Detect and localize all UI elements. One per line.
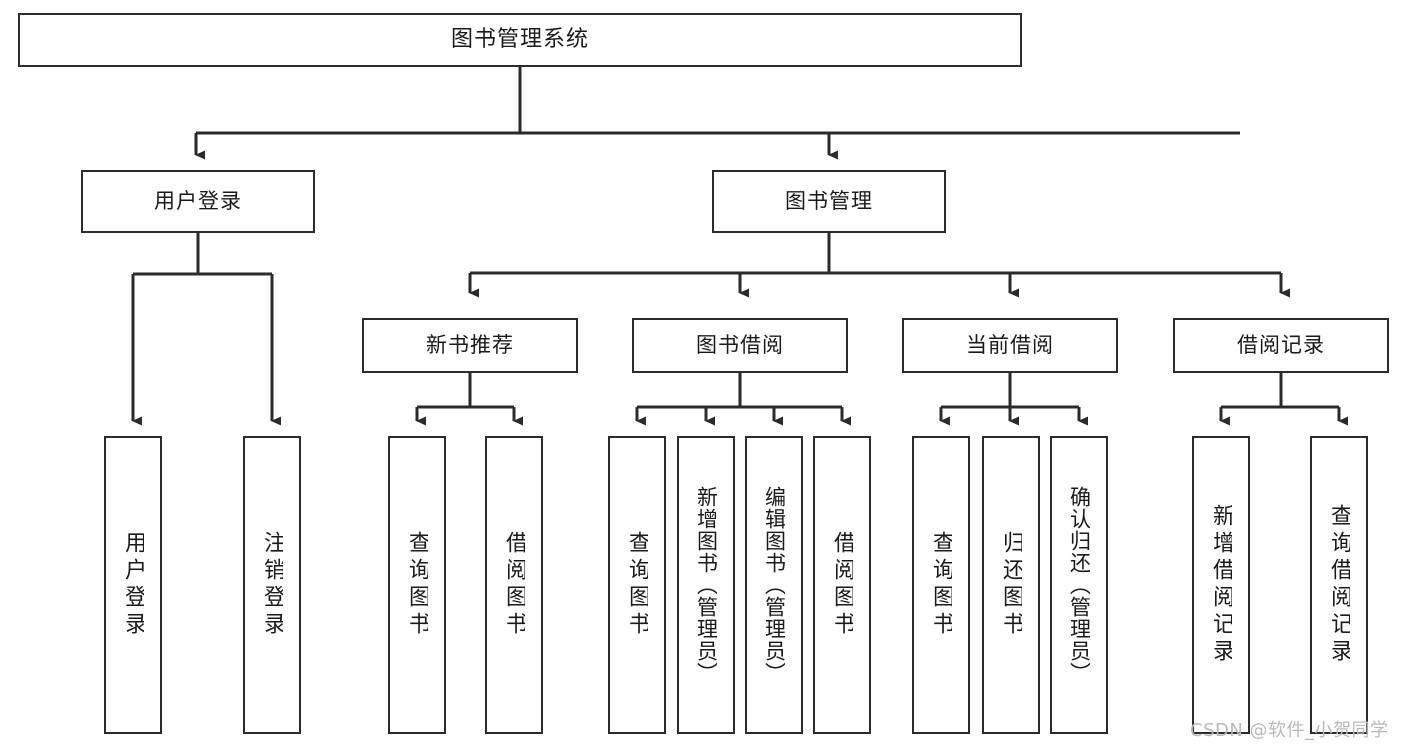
node-leaf-return-book[interactable]: 归还图书 — [982, 436, 1040, 734]
node-leaf-edit-book-admin[interactable]: 编辑图书（管理员） — [745, 436, 803, 734]
node-label: 注销登录 — [261, 531, 283, 639]
node-leaf-user-login[interactable]: 用户登录 — [104, 436, 162, 734]
node-user-login[interactable]: 用户登录 — [81, 170, 315, 233]
node-label: 图书管理 — [785, 189, 873, 214]
node-label: 查询图书 — [626, 531, 648, 639]
node-new-book-recommend[interactable]: 新书推荐 — [362, 318, 578, 373]
node-leaf-add-borrow-record[interactable]: 新增借阅记录 — [1192, 436, 1250, 734]
node-label: 借阅记录 — [1237, 333, 1325, 358]
node-label: 借阅图书 — [831, 531, 853, 639]
node-borrow-record[interactable]: 借阅记录 — [1173, 318, 1389, 373]
node-leaf-query-book-1[interactable]: 查询图书 — [388, 436, 446, 734]
node-leaf-confirm-return-admin[interactable]: 确认归还（管理员） — [1050, 436, 1108, 734]
node-leaf-borrow-book-2[interactable]: 借阅图书 — [813, 436, 871, 734]
node-label: 新书推荐 — [426, 333, 514, 358]
node-label: 新增图书（管理员） — [695, 486, 717, 684]
node-label: 图书借阅 — [696, 333, 784, 358]
csdn-watermark: CSDN @软件_小贺同学 — [1190, 720, 1389, 741]
node-label: 确认归还（管理员） — [1068, 486, 1090, 684]
node-root-book-management-system[interactable]: 图书管理系统 — [18, 13, 1022, 67]
node-leaf-logout-login[interactable]: 注销登录 — [243, 436, 301, 734]
node-label: 当前借阅 — [966, 333, 1054, 358]
node-leaf-query-book-2[interactable]: 查询图书 — [608, 436, 666, 734]
node-label: 查询图书 — [406, 531, 428, 639]
node-label: 借阅图书 — [503, 531, 525, 639]
node-current-borrow[interactable]: 当前借阅 — [902, 318, 1118, 373]
node-leaf-query-borrow-record[interactable]: 查询借阅记录 — [1310, 436, 1368, 734]
node-label: 归还图书 — [1000, 531, 1022, 639]
node-label: 用户登录 — [122, 531, 144, 639]
node-leaf-borrow-book-1[interactable]: 借阅图书 — [485, 436, 543, 734]
node-label: 用户登录 — [154, 189, 242, 214]
node-label: 编辑图书（管理员） — [763, 486, 785, 684]
node-label: 图书管理系统 — [450, 27, 589, 53]
node-book-borrow[interactable]: 图书借阅 — [632, 318, 848, 373]
node-leaf-add-book-admin[interactable]: 新增图书（管理员） — [677, 436, 735, 734]
node-leaf-query-book-3[interactable]: 查询图书 — [912, 436, 970, 734]
node-label: 查询图书 — [930, 531, 952, 639]
node-label: 查询借阅记录 — [1328, 504, 1350, 666]
node-book-management[interactable]: 图书管理 — [712, 170, 946, 233]
node-label: 新增借阅记录 — [1210, 504, 1232, 666]
